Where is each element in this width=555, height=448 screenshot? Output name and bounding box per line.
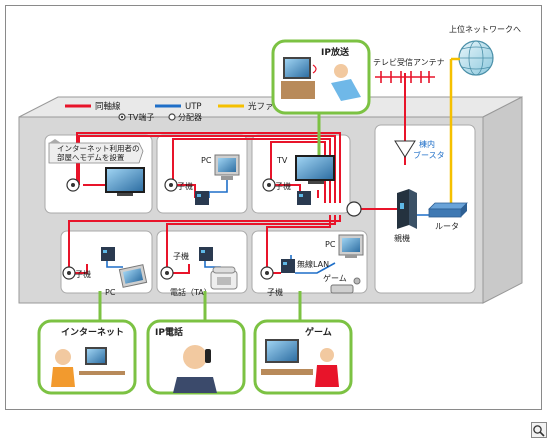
legend-utp: UTP (185, 102, 202, 112)
tv-icon (105, 167, 145, 196)
room6-child-label: 子機 (267, 287, 283, 297)
parent-unit-icon (397, 189, 417, 229)
legend-splitter: 分配器 (178, 113, 202, 122)
modem-icon (195, 191, 209, 205)
booster-label-1: 棟内 (419, 139, 435, 149)
phone-icon (210, 266, 238, 290)
room3-tv-label: TV (276, 156, 288, 165)
modem-icon (199, 247, 213, 261)
game-controller-icon (330, 277, 361, 294)
room5-child-label: 子機 (173, 251, 189, 261)
room2-child-label: 子機 (177, 181, 193, 191)
booster-label-2: ブースタ (413, 150, 445, 160)
room6-game-label: ゲーム (323, 273, 347, 283)
room2-pc-label: PC (201, 156, 212, 165)
tv-icon (295, 155, 335, 184)
router-icon (428, 202, 468, 218)
room6-pc-label: PC (325, 240, 336, 249)
room6-wlan-label: 無線LAN (297, 259, 329, 269)
game-bubble (253, 291, 353, 395)
modem-note-2: 部屋へモデムを設置 (57, 152, 125, 162)
parent-label: 親機 (394, 233, 410, 243)
modem-note (48, 139, 144, 164)
globe-icon (458, 40, 494, 76)
network-diagram: 同軸線 UTP 光ファイバ TV端子 分配器 (18, 24, 523, 395)
modem-icon (297, 191, 311, 205)
modem-icon (281, 259, 295, 273)
legend-coax: 同軸線 (95, 101, 121, 112)
room4-child-label: 子機 (75, 269, 91, 279)
legend-tv-terminal: TV端子 (127, 112, 154, 122)
pc-icon (214, 154, 240, 180)
modem-note-1: インターネット利用者の (57, 143, 140, 153)
room-6 (251, 230, 368, 294)
pc-icon (118, 264, 148, 288)
room5-phone-label: 電話（TA） (170, 287, 212, 297)
antenna-icon (375, 71, 435, 83)
ipphone-bubble-label: IP電話 (155, 326, 183, 338)
ip-broadcast-label: IP放送 (321, 46, 350, 58)
ip-broadcast-bubble (271, 39, 371, 155)
antenna-label: テレビ受信アンテナ (373, 57, 445, 67)
internet-bubble (37, 291, 137, 395)
router-label: ルータ (435, 222, 459, 231)
main-splitter (346, 201, 362, 217)
ipphone-bubble (146, 291, 246, 395)
pc-icon (338, 234, 364, 258)
legend-fiber: 光ファイバ (248, 101, 291, 112)
booster-icon (394, 140, 416, 158)
upper-network-label: 上位ネットワークへ (449, 24, 521, 34)
game-bubble-label: ゲーム (305, 326, 332, 338)
room3-child-label: 子機 (275, 181, 291, 191)
modem-icon (101, 247, 115, 261)
legend: 同軸線 UTP 光ファイバ TV端子 分配器 (65, 101, 291, 122)
internet-bubble-label: インターネット (61, 326, 124, 338)
magnifier-icon[interactable] (531, 422, 547, 438)
room4-pc-label: PC (105, 288, 116, 297)
